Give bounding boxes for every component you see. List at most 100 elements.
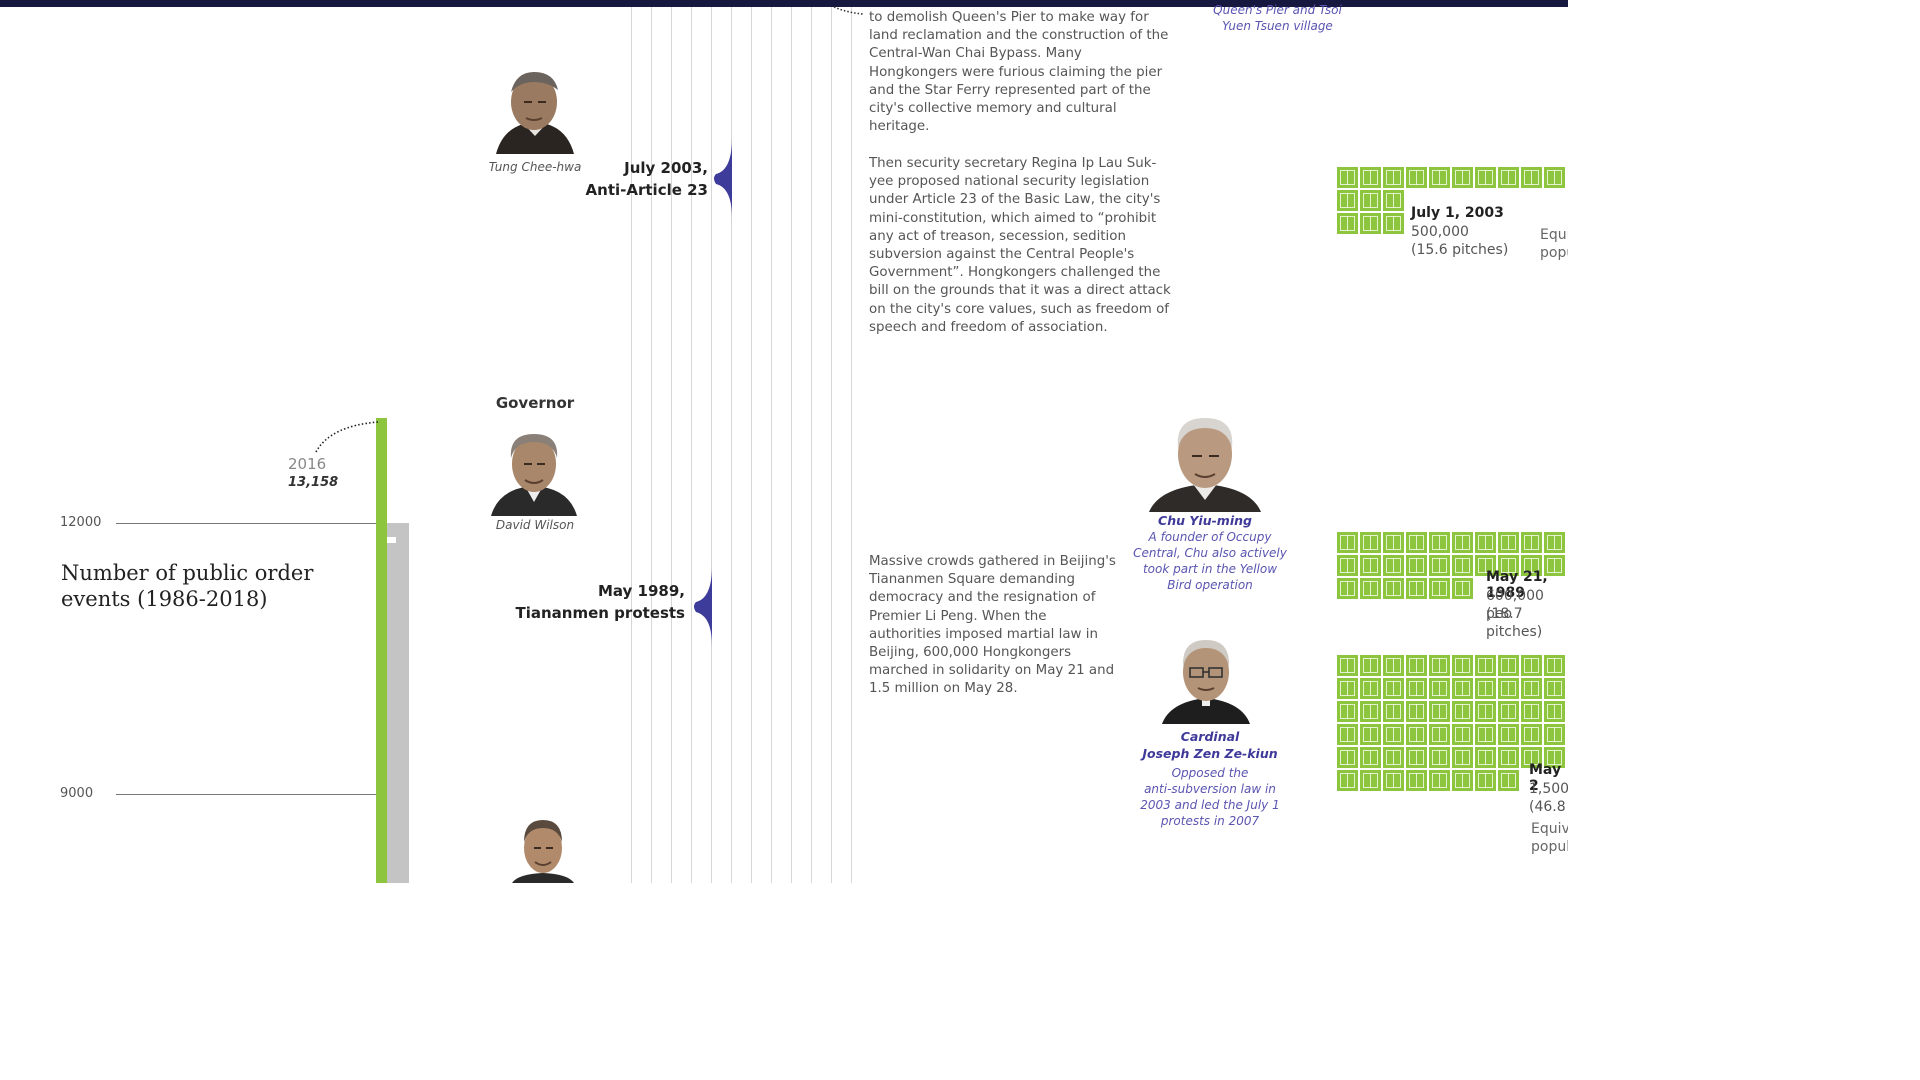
pitch-icon [1475, 555, 1496, 576]
timeline-line [711, 7, 712, 883]
timeline-line [751, 7, 752, 883]
pitch-icon [1544, 532, 1565, 553]
pitch-icon [1544, 655, 1565, 676]
equiv-line: Equiva [1531, 821, 1568, 837]
stat-date-july-2003: July 1, 2003 [1411, 205, 1504, 221]
wilson-caption: David Wilson [495, 518, 575, 532]
tiananmen-text: Massive crowds gathered in Beijing's Tia… [869, 554, 1116, 697]
pitch-icon [1406, 724, 1427, 745]
annotation-arrow [315, 421, 379, 453]
pitch-icon [1475, 655, 1496, 676]
pitch-icon [1406, 747, 1427, 768]
stat-people-may-21: 600,000 peo [1486, 588, 1544, 622]
pitch-icon [1406, 701, 1427, 722]
pitch-icon [1406, 555, 1427, 576]
portrait-tung-chee-hwa [492, 66, 578, 154]
pitch-icon [1406, 578, 1427, 599]
caption-line: took part in the Yellow [1142, 562, 1278, 576]
page-margin-bottom [0, 883, 1920, 1080]
stat-people-may-28: 1,500, [1529, 781, 1568, 797]
highlight-value-label: 13,158 [288, 475, 339, 490]
highlight-year-label: 2016 [288, 455, 327, 473]
pitch-icon [1383, 190, 1404, 211]
tung-caption: Tung Chee-hwa [488, 160, 582, 174]
pitch-icon [1360, 190, 1381, 211]
pitch-icon [1360, 724, 1381, 745]
event-marker-article23 [714, 138, 732, 218]
pitch-icon [1475, 532, 1496, 553]
pitch-gap [1521, 190, 1542, 211]
pitch-icon [1360, 555, 1381, 576]
timeline-line [691, 7, 692, 883]
timeline-line [811, 7, 812, 883]
timeline-line [851, 7, 852, 883]
timeline-line [731, 7, 732, 883]
pitch-icon [1337, 701, 1358, 722]
pitch-icon [1337, 770, 1358, 791]
pitch-icon [1498, 770, 1519, 791]
bar [387, 523, 409, 883]
pitch-icon [1337, 190, 1358, 211]
pitch-icon [1544, 701, 1565, 722]
pitch-icon [1521, 701, 1542, 722]
caption-line: 2003 and led the July 1 [1140, 798, 1280, 812]
top-purple-caption: Queen's Pier and Tsoi Yuen Tsuen village [1200, 2, 1355, 34]
pitch-icon [1337, 578, 1358, 599]
bar-2016 [376, 418, 387, 883]
pitch-icon [1383, 678, 1404, 699]
pitch-icon [1521, 747, 1542, 768]
pitch-icon [1383, 213, 1404, 234]
gridline [116, 794, 408, 795]
event-label-line: July 2003, [624, 159, 708, 177]
pitch-icon [1498, 655, 1519, 676]
pitch-icon [1360, 655, 1381, 676]
pitch-icon [1429, 770, 1450, 791]
pitch-icon [1383, 770, 1404, 791]
pitch-grid-may-21-1989 [1337, 532, 1565, 599]
bar-step [387, 537, 396, 543]
pitch-icon [1406, 770, 1427, 791]
pitch-icon [1360, 770, 1381, 791]
event-label-line: May 1989, [597, 582, 685, 600]
pitch-icon [1429, 555, 1450, 576]
caption-line: Bird operation [1167, 578, 1253, 592]
event-marker-tiananmen [694, 566, 712, 646]
pitch-icon [1498, 678, 1519, 699]
timeline-line [631, 7, 632, 883]
pitch-icon [1452, 578, 1473, 599]
pitch-icon [1429, 724, 1450, 745]
pitch-icon [1383, 167, 1404, 188]
event-label-line: Tiananmen protests [515, 604, 686, 622]
y-tick-label: 9000 [60, 786, 94, 801]
stat-date-may-28: May 2 [1529, 762, 1562, 794]
pitch-icon [1521, 724, 1542, 745]
timeline-line [671, 7, 672, 883]
caption-line: Opposed the [1171, 766, 1249, 780]
pitch-icon [1360, 213, 1381, 234]
pitch-icon [1475, 701, 1496, 722]
pitch-icon [1383, 747, 1404, 768]
gridline [116, 523, 408, 524]
pitch-icon [1452, 555, 1473, 576]
chu-name: Chu Yiu-ming [1158, 513, 1252, 528]
pitch-icon [1337, 724, 1358, 745]
pitch-icon [1452, 701, 1473, 722]
caption-line: protests in 2007 [1160, 814, 1260, 828]
caption-line: Yuen Tsuen village [1222, 19, 1333, 33]
pitch-icon [1498, 724, 1519, 745]
timeline-line [651, 7, 652, 883]
pitch-icon [1521, 678, 1542, 699]
stat-pitches-july-2003: (15.6 pitches) [1411, 242, 1509, 258]
stat-pitches-may-21: (18.7 pitches) [1486, 606, 1543, 640]
pitch-icon [1406, 655, 1427, 676]
pitch-icon [1429, 578, 1450, 599]
pitch-icon [1337, 167, 1358, 188]
pitch-icon [1544, 747, 1565, 768]
pitch-icon [1475, 724, 1496, 745]
pitch-icon [1521, 167, 1542, 188]
name-line: Joseph Zen Ze-kiun [1142, 746, 1278, 761]
pitch-icon [1383, 724, 1404, 745]
pitch-icon [1360, 578, 1381, 599]
pitch-icon [1544, 167, 1565, 188]
stat-people-july-2003: 500,000 [1411, 224, 1469, 240]
